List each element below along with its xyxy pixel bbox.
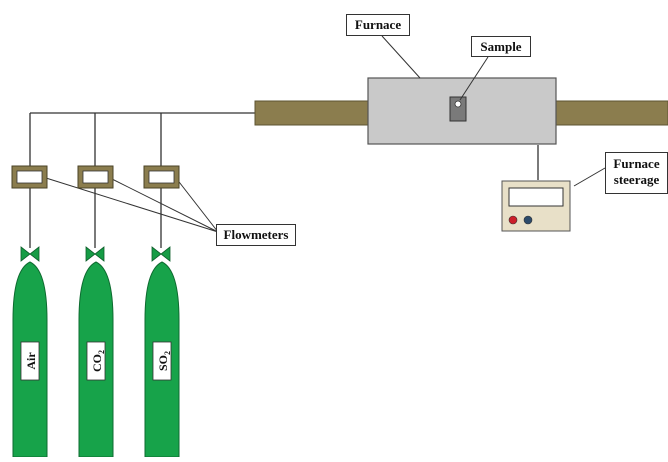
valve-air-icon bbox=[20, 246, 40, 262]
cylinder-label-so2: SO2 bbox=[156, 351, 172, 371]
valve-so2-icon bbox=[151, 246, 171, 262]
flowmeters-label: Flowmeters bbox=[216, 224, 296, 246]
furnace-label: Furnace bbox=[346, 14, 410, 36]
sample-label: Sample bbox=[471, 36, 531, 57]
furnace-tube-left bbox=[254, 100, 371, 126]
furnace-pointer bbox=[381, 35, 421, 79]
flowmeter-pointer-2 bbox=[109, 177, 219, 233]
steerage-label-line1: Furnace bbox=[613, 156, 660, 171]
cylinder-label-air: Air bbox=[24, 352, 38, 370]
flowmeter-pointer-3 bbox=[175, 177, 219, 233]
flowmeter-pointer-1 bbox=[45, 177, 219, 233]
red-knob-icon bbox=[508, 215, 518, 225]
valve-co2-icon bbox=[85, 246, 105, 262]
flowmeter-co2 bbox=[77, 165, 114, 189]
sample-pointer bbox=[459, 56, 489, 101]
gas-lines bbox=[29, 112, 539, 248]
flowmeter-so2 bbox=[143, 165, 180, 189]
pointer-lines bbox=[45, 35, 606, 233]
cylinder-label-co2: CO2 bbox=[90, 350, 106, 372]
steerage-pointer bbox=[573, 167, 606, 187]
flowmeter-air bbox=[11, 165, 48, 189]
blue-knob-icon bbox=[523, 215, 533, 225]
furnace-tube-right bbox=[554, 100, 668, 126]
controller-display bbox=[508, 187, 564, 207]
cylinder-label-plate-co2 bbox=[86, 341, 106, 381]
sample-icon bbox=[454, 100, 462, 108]
cylinder-label-plate-so2 bbox=[152, 341, 172, 381]
furnace-steerage-label: Furnace steerage bbox=[605, 152, 668, 194]
steerage-label-line2: steerage bbox=[613, 172, 660, 187]
sample-holder bbox=[449, 96, 467, 122]
cylinder-label-plate-air bbox=[20, 341, 40, 381]
